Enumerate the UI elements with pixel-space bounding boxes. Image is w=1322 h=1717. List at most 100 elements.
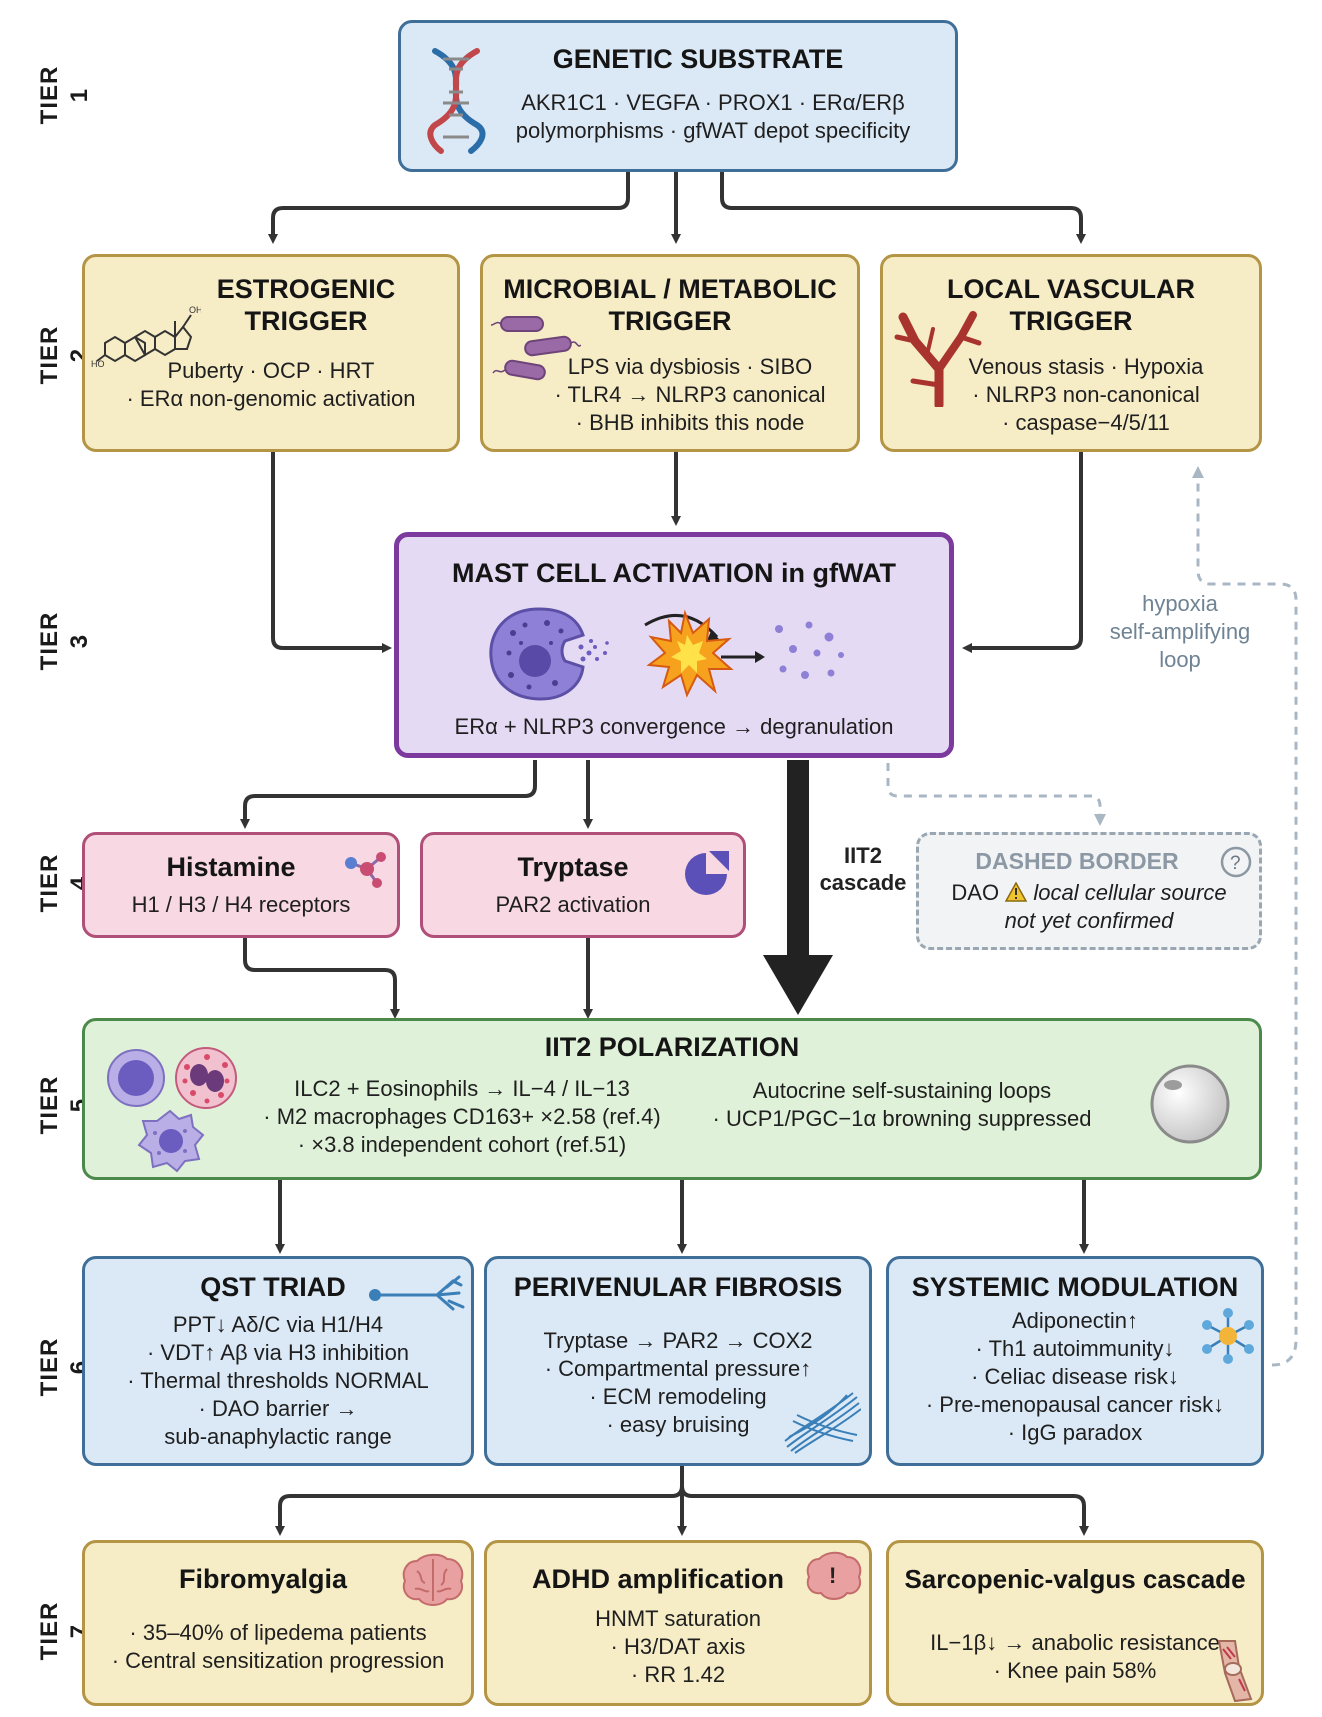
edge-genetic-to-vascular	[720, 172, 1086, 244]
adipocyte-icon	[1150, 1064, 1230, 1144]
warning-icon	[1004, 881, 1028, 902]
qst-line-1: PPT↓ Aδ/C via H1/H4	[172, 1312, 384, 1337]
histamine-body: H1 / H3 / H4 receptors	[131, 892, 351, 917]
fibromyalgia-node: Fibromyalgia · 35–40% of lipedema patien…	[82, 1540, 474, 1706]
brain-alert-icon: !	[806, 1551, 862, 1600]
tier-label-2: TIER 2	[36, 325, 93, 385]
dao-warning-line-1: local cellular source	[1033, 880, 1227, 905]
tier-label-5: TIER 5	[36, 1075, 93, 1135]
dna-icon	[427, 48, 486, 154]
edge-histamine-to-polarization	[243, 938, 400, 1019]
adhd-line-3: · RR 1.42	[630, 1662, 726, 1687]
estrogenic-body: Puberty · OCP · HRT · ERα non-genomic ac…	[85, 357, 457, 413]
sarcopenic-line-1: IL−1β↓ → anabolic resistance	[930, 1630, 1220, 1655]
steroid-molecule-icon: HO OH	[91, 305, 201, 369]
sarcopenic-title: Sarcopenic-valgus cascade	[904, 1564, 1246, 1594]
microbial-title: MICROBIAL / METABOLIC TRIGGER	[483, 273, 857, 337]
svg-text:OH: OH	[189, 305, 201, 315]
tryptase-title: Tryptase	[517, 852, 629, 882]
estrogenic-line-1: Puberty · OCP · HRT	[167, 358, 375, 383]
microbial-line-2: · TLR4 → NLRP3 canonical	[554, 382, 826, 407]
adhd-amplification-node: ADHD amplification ! HNMT saturation · H…	[484, 1540, 872, 1706]
vascular-line-3: · caspase−4/5/11	[1002, 410, 1170, 435]
qst-line-2: · VDT↑ Aβ via H3 inhibition	[146, 1340, 410, 1365]
estrogenic-trigger-node: HO OH ESTROGENIC TRIGGER Puberty · OCP ·…	[82, 254, 460, 452]
dao-prefix: DAO	[951, 880, 1000, 905]
edge-vascular-to-mastcell	[962, 452, 1083, 653]
collagen-fibers-icon	[784, 1392, 861, 1454]
fibromyalgia-body: · 35–40% of lipedema patients · Central …	[85, 1619, 471, 1675]
microbial-title-line-1: MICROBIAL / METABOLIC	[503, 274, 837, 304]
fibrosis-line-1: Tryptase → PAR2 → COX2	[543, 1328, 813, 1353]
vascular-title-line-1: LOCAL VASCULAR	[947, 274, 1195, 304]
polarization-left-line-2: · M2 macrophages CD163+ ×2.58 (ref.4)	[263, 1104, 661, 1129]
tryptase-node: Tryptase PAR2 activation ​	[420, 832, 746, 938]
qst-line-4: · DAO barrier →	[198, 1396, 358, 1421]
fibrosis-line-4: · easy bruising	[606, 1412, 750, 1437]
iit2-label-line-2: cascade	[819, 870, 907, 895]
systemic-line-2: · Th1 autoimmunity↓	[975, 1336, 1175, 1361]
tier-label-1: TIER 1	[36, 65, 93, 125]
brain-icon	[402, 1553, 464, 1606]
mast-cell-icon	[489, 607, 609, 701]
question-icon: ?	[1220, 846, 1252, 878]
iit2-polarization-node: IIT2 POLARIZATION ILC2 + Eosinophils → I…	[82, 1018, 1262, 1180]
adhd-body: HNMT saturation · H3/DAT axis · RR 1.42	[487, 1605, 869, 1689]
edge-estrogenic-to-mastcell	[271, 452, 392, 653]
vascular-title: LOCAL VASCULAR TRIGGER	[883, 273, 1259, 337]
dao-dashed-node: DASHED BORDER ? DAO local cellular sourc…	[916, 832, 1262, 950]
hypoxia-loop-label: hypoxia self-amplifying loop	[1095, 590, 1265, 674]
loop-label-line-1: hypoxia	[1142, 591, 1218, 616]
network-molecule-icon	[1202, 1308, 1254, 1364]
macrophage-icon	[137, 1109, 205, 1173]
polarization-title: IIT2 POLARIZATION	[544, 1032, 800, 1062]
microbial-trigger-node: MICROBIAL / METABOLIC TRIGGER LPS via dy…	[480, 254, 860, 452]
tier-label-3: TIER 3	[36, 611, 93, 671]
bacteria-icon	[491, 316, 581, 381]
granules-icon	[775, 621, 844, 679]
microbial-title-line-2: TRIGGER	[608, 306, 732, 336]
perivenular-fibrosis-node: PERIVENULAR FIBROSIS Tryptase → PAR2 → C…	[484, 1256, 872, 1466]
tier-label-4: TIER 4	[36, 853, 93, 913]
genetic-line-1: AKR1C1 · VEGFA · PROX1 · ERα/ERβ	[521, 90, 905, 115]
edge-mastcell-to-dao	[886, 763, 1106, 826]
systemic-title: SYSTEMIC MODULATION	[911, 1272, 1239, 1302]
vascular-line-2: · NLRP3 non-canonical	[972, 382, 1200, 407]
genetic-title: GENETIC SUBSTRATE	[552, 44, 844, 74]
sarcopenic-body: IL−1β↓ → anabolic resistance · Knee pain…	[889, 1629, 1261, 1685]
polarization-right-body: Autocrine self-sustaining loops · UCP1/P…	[705, 1077, 1099, 1133]
estrogenic-title: ESTROGENIC TRIGGER	[85, 273, 457, 337]
tier-label-7: TIER 7	[36, 1601, 93, 1661]
systemic-body: Adiponectin↑ · Th1 autoimmunity↓ · Celia…	[889, 1307, 1261, 1447]
qst-line-5: sub-anaphylactic range	[164, 1424, 392, 1449]
mast-cell-caption: ERα + NLRP3 convergence → degranulation	[454, 714, 894, 739]
systemic-line-4: · Pre-menopausal cancer risk↓	[925, 1392, 1225, 1417]
sarcopenic-line-2: · Knee pain 58%	[993, 1658, 1157, 1683]
vascular-trigger-node: LOCAL VASCULAR TRIGGER Venous stasis · H…	[880, 254, 1262, 452]
qst-body: PPT↓ Aδ/C via H1/H4 · VDT↑ Aβ via H3 inh…	[85, 1311, 471, 1451]
histamine-title: Histamine	[166, 852, 296, 882]
qst-title: QST TRIAD	[200, 1272, 346, 1302]
polarization-right-line-2: · UCP1/PGC−1α browning suppressed	[712, 1106, 1092, 1131]
iit2-label-line-1: IIT2	[844, 843, 882, 868]
genetic-body: AKR1C1 · VEGFA · PROX1 · ERα/ERβ polymor…	[401, 89, 955, 145]
loop-label-line-3: loop	[1159, 647, 1201, 672]
dao-title: DASHED BORDER	[975, 848, 1179, 874]
sarcopenic-valgus-node: Sarcopenic-valgus cascade IL−1β↓ → anabo…	[886, 1540, 1264, 1706]
systemic-line-5: · IgG paradox	[1007, 1420, 1143, 1445]
neuron-icon	[369, 1275, 465, 1311]
fibrosis-title: PERIVENULAR FIBROSIS	[513, 1272, 843, 1302]
adhd-title: ADHD amplification	[531, 1564, 785, 1594]
qst-line-3: · Thermal thresholds NORMAL	[127, 1368, 429, 1393]
estrogenic-line-2: · ERα non-genomic activation	[126, 386, 416, 411]
fibrosis-body: Tryptase → PAR2 → COX2 · Compartmental p…	[487, 1327, 869, 1439]
fibrosis-line-3: · ECM remodeling	[589, 1384, 767, 1409]
microbial-line-1: LPS via dysbiosis · SIBO	[567, 354, 813, 379]
edge-fibrosis-to-sarcopenic	[680, 1485, 1089, 1536]
microbial-line-3: · BHB inhibits this node	[575, 410, 805, 435]
edge-iit2-cascade	[763, 760, 833, 1015]
dao-warning-line-2: not yet confirmed	[1004, 908, 1174, 933]
eosinophil-icon	[175, 1047, 237, 1109]
genetic-line-2: polymorphisms · gfWAT depot specificity	[515, 118, 911, 143]
